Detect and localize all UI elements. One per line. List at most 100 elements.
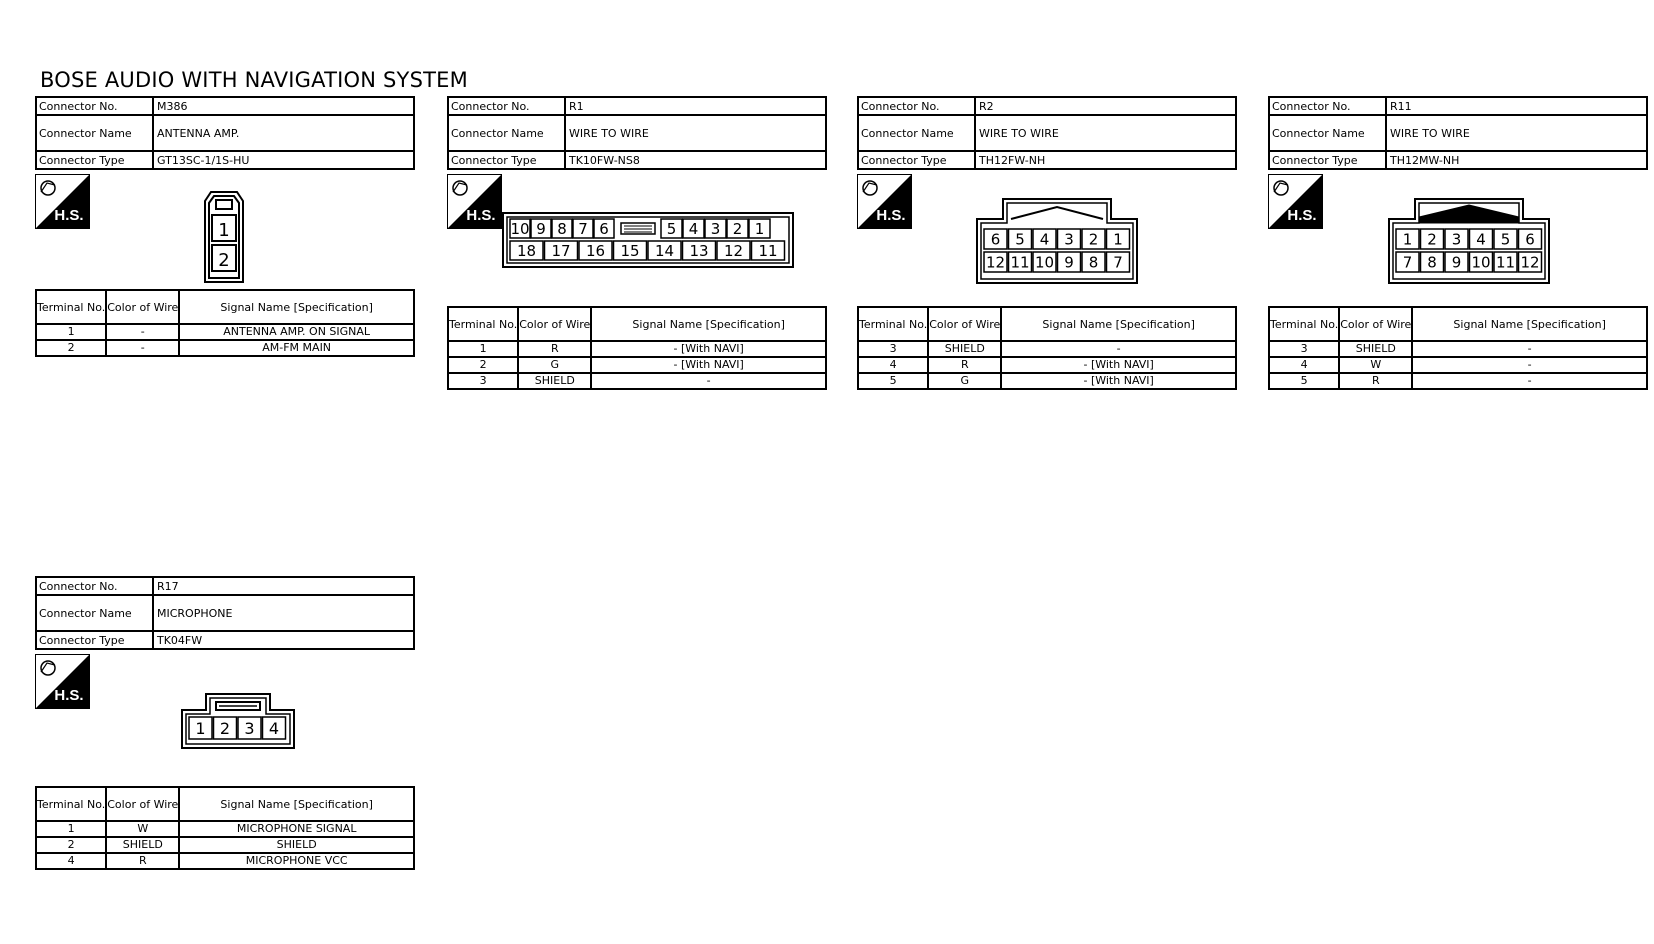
pin-label: 11 bbox=[758, 242, 777, 260]
pin-cell bbox=[1032, 228, 1057, 250]
pin-cell bbox=[1419, 251, 1445, 273]
harness-side-icon: H.S. bbox=[447, 174, 502, 229]
pin-cell bbox=[1444, 251, 1469, 273]
pin-label: 2 bbox=[218, 250, 229, 271]
pin-label: 4 bbox=[1040, 230, 1050, 248]
color-of-wire-header: Color of Wire bbox=[927, 306, 1003, 342]
connector-type-label: Connector Type bbox=[1270, 152, 1387, 168]
pin-cell bbox=[578, 240, 613, 261]
connector-type-label: Connector Type bbox=[37, 632, 154, 648]
terminal-no-header: Terminal No. bbox=[1267, 306, 1341, 342]
pin-label: 12 bbox=[1520, 253, 1539, 271]
color-of-wire-header: Color of Wire bbox=[105, 786, 181, 822]
pin-cell bbox=[983, 251, 1008, 273]
hs-label: H.S. bbox=[54, 207, 83, 224]
pin-label: 14 bbox=[655, 242, 674, 260]
table-row: 1-ANTENNA AMP. ON SIGNAL bbox=[34, 323, 415, 341]
pin-cell bbox=[261, 716, 287, 740]
connector-no-label: Connector No. bbox=[859, 98, 976, 114]
hs-label: H.S. bbox=[1287, 207, 1316, 224]
pin-cell bbox=[1493, 251, 1518, 273]
pin-label: 15 bbox=[620, 242, 639, 260]
pin-label: 7 bbox=[1113, 253, 1123, 271]
pin-label: 10 bbox=[1035, 253, 1054, 271]
pin-cell bbox=[1056, 251, 1082, 273]
pin-label: 10 bbox=[1471, 253, 1490, 271]
harness-side-icon: H.S. bbox=[857, 174, 912, 229]
pin-label: 8 bbox=[1427, 253, 1437, 271]
pin-label: 9 bbox=[1452, 253, 1462, 271]
pin-cell bbox=[1517, 228, 1543, 250]
connector-no-value: M386 bbox=[157, 99, 188, 113]
terminal-no-header: Terminal No. bbox=[34, 786, 108, 822]
connector-name-value: WIRE TO WIRE bbox=[1390, 126, 1470, 140]
pin-cell bbox=[509, 218, 531, 239]
pin-label: 1 bbox=[1113, 230, 1123, 248]
pin-cell bbox=[1395, 228, 1420, 250]
connector-face-m386: 1 2 bbox=[204, 191, 244, 283]
pin-label: 4 bbox=[269, 719, 279, 738]
pin-label: 2 bbox=[733, 220, 743, 238]
pin-label: 10 bbox=[510, 220, 529, 238]
pin-label: 12 bbox=[724, 242, 743, 260]
pin-cell bbox=[750, 240, 786, 261]
terminal-no-header: Terminal No. bbox=[34, 289, 108, 325]
connector-no-label: Connector No. bbox=[37, 98, 154, 114]
pin-cell bbox=[681, 240, 717, 261]
pin-cell bbox=[612, 240, 648, 261]
pin-label: 17 bbox=[551, 242, 570, 260]
pin-cell bbox=[1007, 251, 1033, 273]
pin-cell bbox=[1081, 251, 1106, 273]
connector-type-value: TH12MW-NH bbox=[1390, 153, 1460, 167]
signal-name-header: Signal Name [Specification] bbox=[178, 786, 415, 822]
connector-no-label: Connector No. bbox=[37, 578, 154, 594]
connector-name-label: Connector Name bbox=[859, 116, 976, 150]
pin-cell bbox=[716, 240, 751, 261]
pin-cell bbox=[647, 240, 682, 261]
pin-label: 8 bbox=[557, 220, 567, 238]
pin-label: 11 bbox=[1496, 253, 1515, 271]
pin-label: 4 bbox=[689, 220, 699, 238]
terminal-no-header: Terminal No. bbox=[856, 306, 930, 342]
pin-cell bbox=[1007, 228, 1033, 250]
connector-name-value: WIRE TO WIRE bbox=[979, 126, 1059, 140]
connector-type-value: TK10FW-NS8 bbox=[569, 153, 640, 167]
pin-cell bbox=[748, 218, 771, 239]
pin-label: 11 bbox=[1010, 253, 1029, 271]
pin-cell bbox=[593, 218, 615, 239]
pin-cell bbox=[1468, 228, 1494, 250]
pin-label: 9 bbox=[536, 220, 546, 238]
pin-label: 6 bbox=[991, 230, 1001, 248]
pin-label: 3 bbox=[711, 220, 721, 238]
pin-cell bbox=[1468, 251, 1494, 273]
color-of-wire-header: Color of Wire bbox=[1338, 306, 1414, 342]
connector-name-value: WIRE TO WIRE bbox=[569, 126, 649, 140]
pin-label: 1 bbox=[1403, 230, 1413, 248]
connector-type-value: TK04FW bbox=[157, 633, 203, 647]
table-row: 2-AM-FM MAIN bbox=[34, 339, 415, 357]
pin-cell bbox=[530, 218, 552, 239]
pin-cell bbox=[212, 716, 238, 740]
pin-label: 2 bbox=[1089, 230, 1099, 248]
connector-no-label: Connector No. bbox=[1270, 98, 1387, 114]
color-of-wire-header: Color of Wire bbox=[517, 306, 593, 342]
pin-cell bbox=[1105, 228, 1131, 250]
pin-cell bbox=[1032, 251, 1057, 273]
pin-label: 1 bbox=[218, 220, 229, 241]
